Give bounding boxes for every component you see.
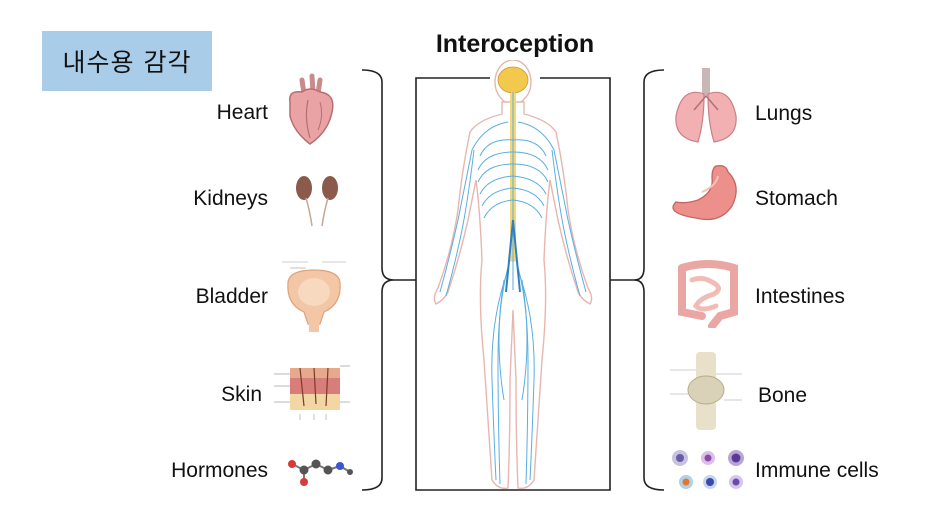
label-intestines: Intestines [755, 285, 845, 308]
korean-tag-box: 내수용 감각 [42, 31, 212, 91]
label-kidneys: Kidneys [193, 187, 268, 210]
bladder-icon [282, 261, 346, 332]
diagram-title: Interoception [435, 30, 595, 58]
lungs-icon [675, 68, 737, 143]
tag-label: 내수용 감각 [62, 48, 192, 77]
immune-cells-icon [672, 450, 744, 489]
hormone-molecule-icon [288, 459, 353, 486]
label-skin: Skin [221, 383, 262, 406]
heart-icon [289, 73, 334, 145]
kidneys-icon [296, 176, 338, 227]
label-hormones: Hormones [171, 459, 268, 482]
label-heart: Heart [216, 101, 268, 124]
skin-icon [274, 365, 350, 420]
label-lungs: Lungs [755, 102, 813, 125]
label-stomach: Stomach [755, 187, 838, 210]
label-bone: Bone [758, 384, 808, 407]
nervous-system-body-icon [433, 60, 593, 490]
intestines-icon [678, 260, 738, 328]
label-bladder: Bladder [195, 285, 268, 308]
label-immune-cells: Immune cells [755, 459, 879, 482]
bone-joint-icon [670, 352, 742, 430]
stomach-icon [672, 164, 737, 221]
